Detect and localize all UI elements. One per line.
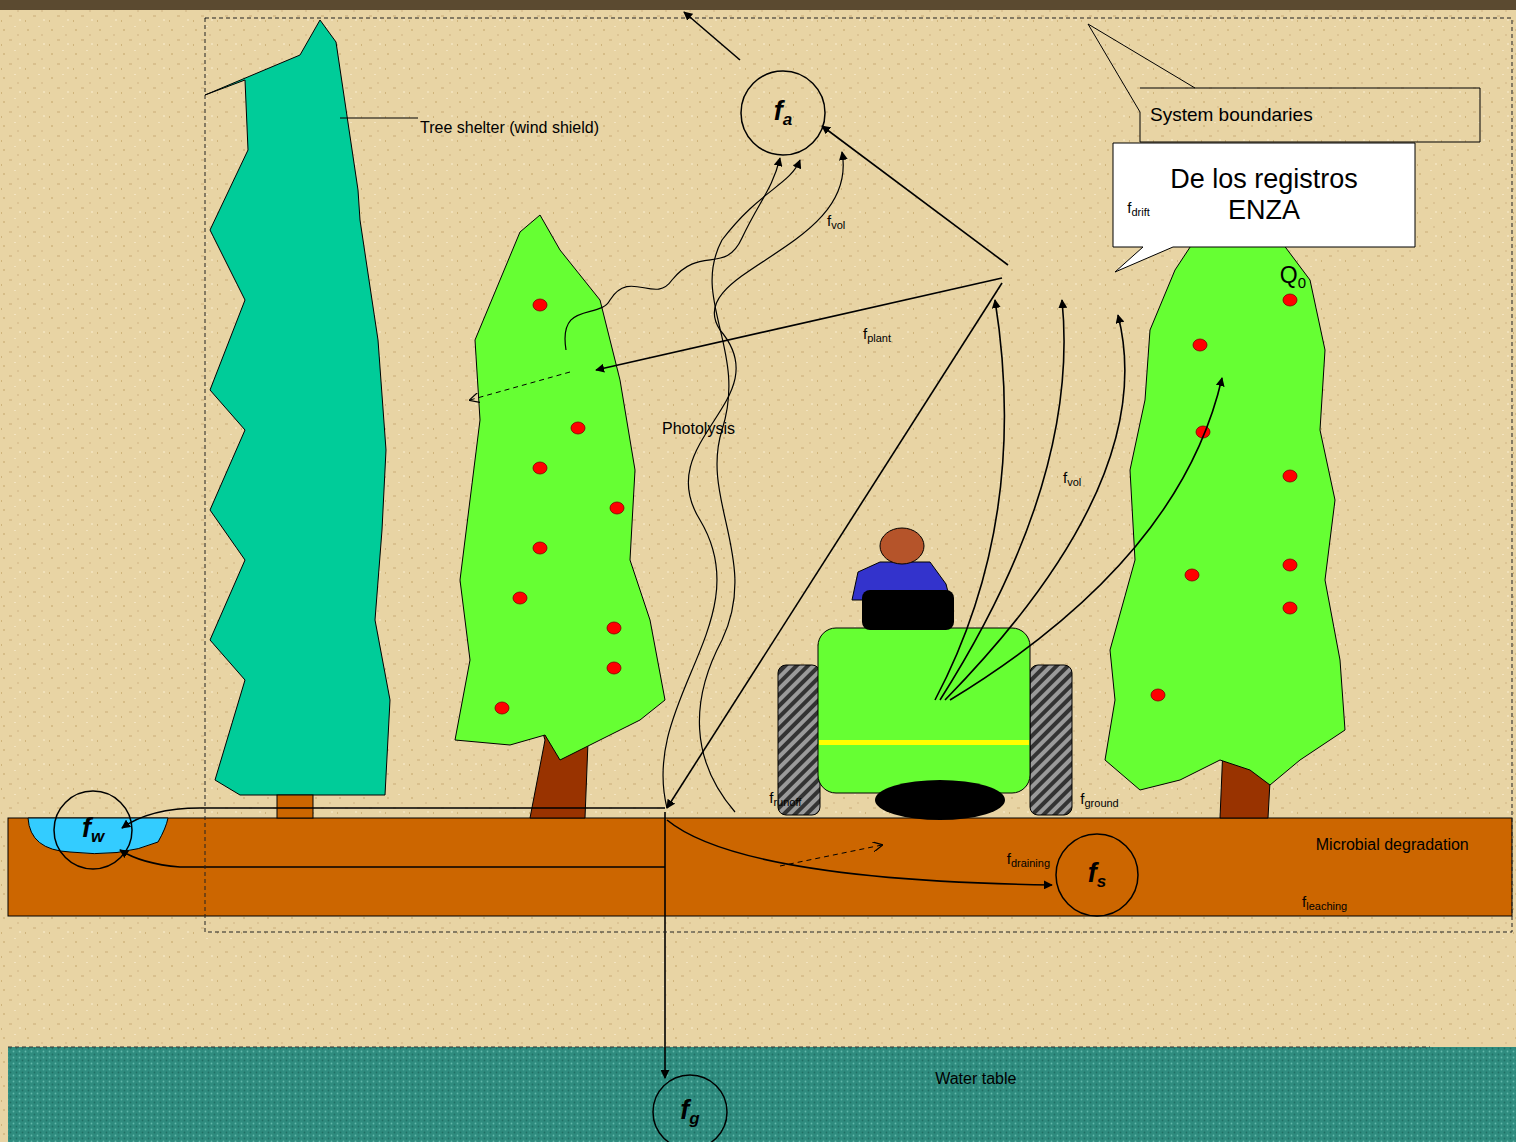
top-strip (0, 0, 1516, 10)
tractor-stripe (819, 740, 1029, 745)
fruit (1193, 339, 1207, 351)
volatilization-arrow (699, 160, 800, 812)
tree-shelter (205, 20, 390, 795)
fruit (1151, 689, 1165, 701)
spray-arrow (940, 300, 1064, 700)
node-text: De los registros ENZA (1147, 164, 1381, 226)
fruit (607, 662, 621, 674)
flow-arrows (120, 126, 1222, 1078)
circle-outline (741, 71, 825, 155)
layer-label: Water table (935, 1070, 1016, 1088)
photolysis-arrow (470, 372, 570, 400)
drift-arrow (822, 126, 1008, 265)
flow-label: frunoff (769, 789, 801, 809)
process-label: Microbial degradation (1316, 836, 1469, 854)
circle-outline (1056, 834, 1138, 916)
flow-label: fvol (827, 212, 845, 232)
spray-arrow (950, 378, 1222, 700)
spray-arrow (935, 300, 1004, 700)
node-text: fs (1088, 858, 1106, 892)
boundary-arrow (684, 12, 740, 60)
fruit (1283, 559, 1297, 571)
node-outline (652, 1074, 728, 1142)
fruit (533, 462, 547, 474)
tree-crown (1105, 215, 1345, 790)
fruit (533, 542, 547, 554)
node-text: System boundaries (1150, 104, 1313, 126)
leaching-arrow (664, 812, 666, 1078)
tractor-hitch (875, 780, 1005, 820)
leader-line (340, 118, 418, 119)
tree-crown (455, 215, 665, 760)
degradation-arrow (780, 845, 882, 866)
soil-layer (8, 818, 1512, 916)
fruit (533, 299, 547, 311)
flow-label: fplant (863, 325, 891, 345)
node-text: fg (680, 1095, 699, 1129)
tractor-body (818, 628, 1030, 793)
fate-circle: fg (652, 1074, 728, 1142)
flow-label: fdraining (1007, 850, 1050, 870)
fate-circle: fw (53, 790, 133, 870)
process-label: Photolysis (662, 420, 735, 438)
runoff-arrow (122, 808, 665, 828)
driver-head (880, 528, 924, 564)
flow-label: fvol (1063, 469, 1081, 489)
soil-arrow (667, 820, 1052, 885)
quantity-label: Q0 (1280, 262, 1306, 291)
fruit (610, 502, 624, 514)
water-table-band (8, 1047, 1516, 1142)
node-text: fw (82, 813, 104, 847)
fruit (495, 299, 624, 714)
ground-arrow (667, 283, 1002, 808)
volatilization-arrow (565, 158, 780, 350)
tree-shelter-trunk (277, 795, 313, 818)
fate-circle: fa (740, 70, 826, 156)
tractor-tire (1030, 665, 1072, 815)
fruit (495, 702, 509, 714)
flow-label: fground (1080, 790, 1118, 810)
fruit (571, 422, 585, 434)
callout-outline (1088, 24, 1480, 142)
fruit (607, 622, 621, 634)
fruit (1283, 294, 1297, 306)
volatilization-arrow (663, 152, 843, 808)
fate-circle: fs (1055, 833, 1139, 917)
draining-arrow (120, 850, 665, 867)
plant-arrow (596, 278, 1002, 370)
circle-outline (653, 1075, 727, 1142)
callout-outline (1113, 143, 1415, 272)
part-label: Tree shelter (wind shield) (420, 119, 599, 137)
fruit (1151, 294, 1297, 701)
system-boundary (205, 18, 1512, 932)
fruit (513, 592, 527, 604)
tractor-tire (778, 665, 820, 815)
flow-label: fleaching (1302, 893, 1347, 913)
circle-outline (54, 791, 132, 869)
flow-label: fdrift (1127, 199, 1150, 219)
node-text: fa (774, 96, 792, 130)
fruit (1283, 470, 1297, 482)
fruit (1283, 602, 1297, 614)
callout-box: System boundaries (1140, 88, 1480, 142)
water-table-line (8, 1047, 1430, 1048)
callout-bubble: De los registros ENZA (1113, 143, 1415, 247)
fruit (1185, 569, 1199, 581)
tractor-seat (862, 590, 954, 630)
